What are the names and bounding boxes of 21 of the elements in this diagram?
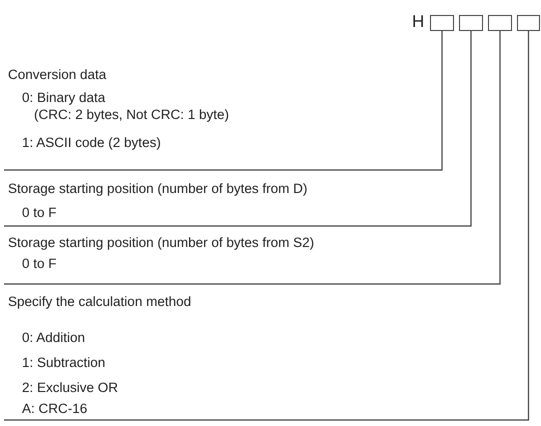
leader-line — [4, 31, 530, 421]
option-text: 0: Binary data (CRC: 2 bytes, Not CRC: 1 byte) — [22, 89, 230, 123]
option-text: 1: Subtraction — [22, 354, 106, 371]
option-text: 1: ASCII code (2 bytes) — [22, 134, 161, 151]
option-text: 0 to F — [22, 204, 57, 221]
prefix-letter: H — [412, 13, 424, 30]
field-heading: Specify the calculation method — [8, 293, 192, 310]
digit-box — [430, 15, 454, 31]
digit-box — [459, 15, 483, 31]
digit-box — [488, 15, 512, 31]
option-text: 0 to F — [22, 255, 57, 272]
leader-line — [4, 31, 472, 227]
option-text: A: CRC-16 — [22, 400, 88, 417]
digit-box — [517, 15, 540, 31]
field-heading: Conversion data — [8, 66, 106, 83]
option-text: 0: Addition — [22, 329, 86, 346]
leader-line — [4, 31, 501, 285]
field-heading: Storage starting position (number of bytes from S2) — [8, 234, 314, 251]
leader-line — [4, 31, 443, 171]
field-heading: Storage starting position (number of bytes from D) — [8, 180, 308, 197]
option-text: 2: Exclusive OR — [22, 379, 118, 396]
